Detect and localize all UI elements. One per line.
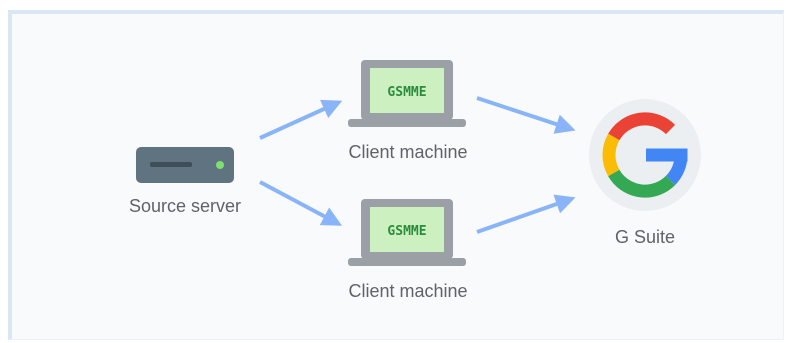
- edge-client-bottom-to-gsuite: [476, 194, 576, 234]
- source-server-node: [136, 147, 234, 183]
- client-machine-bottom-label: Client machine: [348, 281, 468, 301]
- edge-server-to-client-top: [259, 99, 343, 140]
- source-server-label: Source server: [128, 196, 242, 216]
- edge-server-to-client-bottom: [259, 180, 343, 226]
- edge-client-top-to-gsuite: [476, 96, 576, 134]
- gsuite-label: G Suite: [614, 227, 676, 247]
- client-machine-top-node: GSMME: [348, 60, 466, 127]
- edges: [259, 96, 576, 234]
- google-g-logo-icon: [602, 112, 688, 198]
- client-machine-bottom-node: GSMME: [348, 199, 466, 266]
- client-top-screen-text: GSMME: [387, 85, 426, 100]
- gsuite-node: [589, 99, 701, 211]
- laptop-icon: GSMME: [348, 199, 466, 266]
- client-machine-top-label: Client machine: [348, 142, 468, 162]
- laptop-icon: GSMME: [348, 60, 466, 127]
- client-bottom-screen-text: GSMME: [387, 224, 426, 239]
- server-icon: [136, 147, 234, 183]
